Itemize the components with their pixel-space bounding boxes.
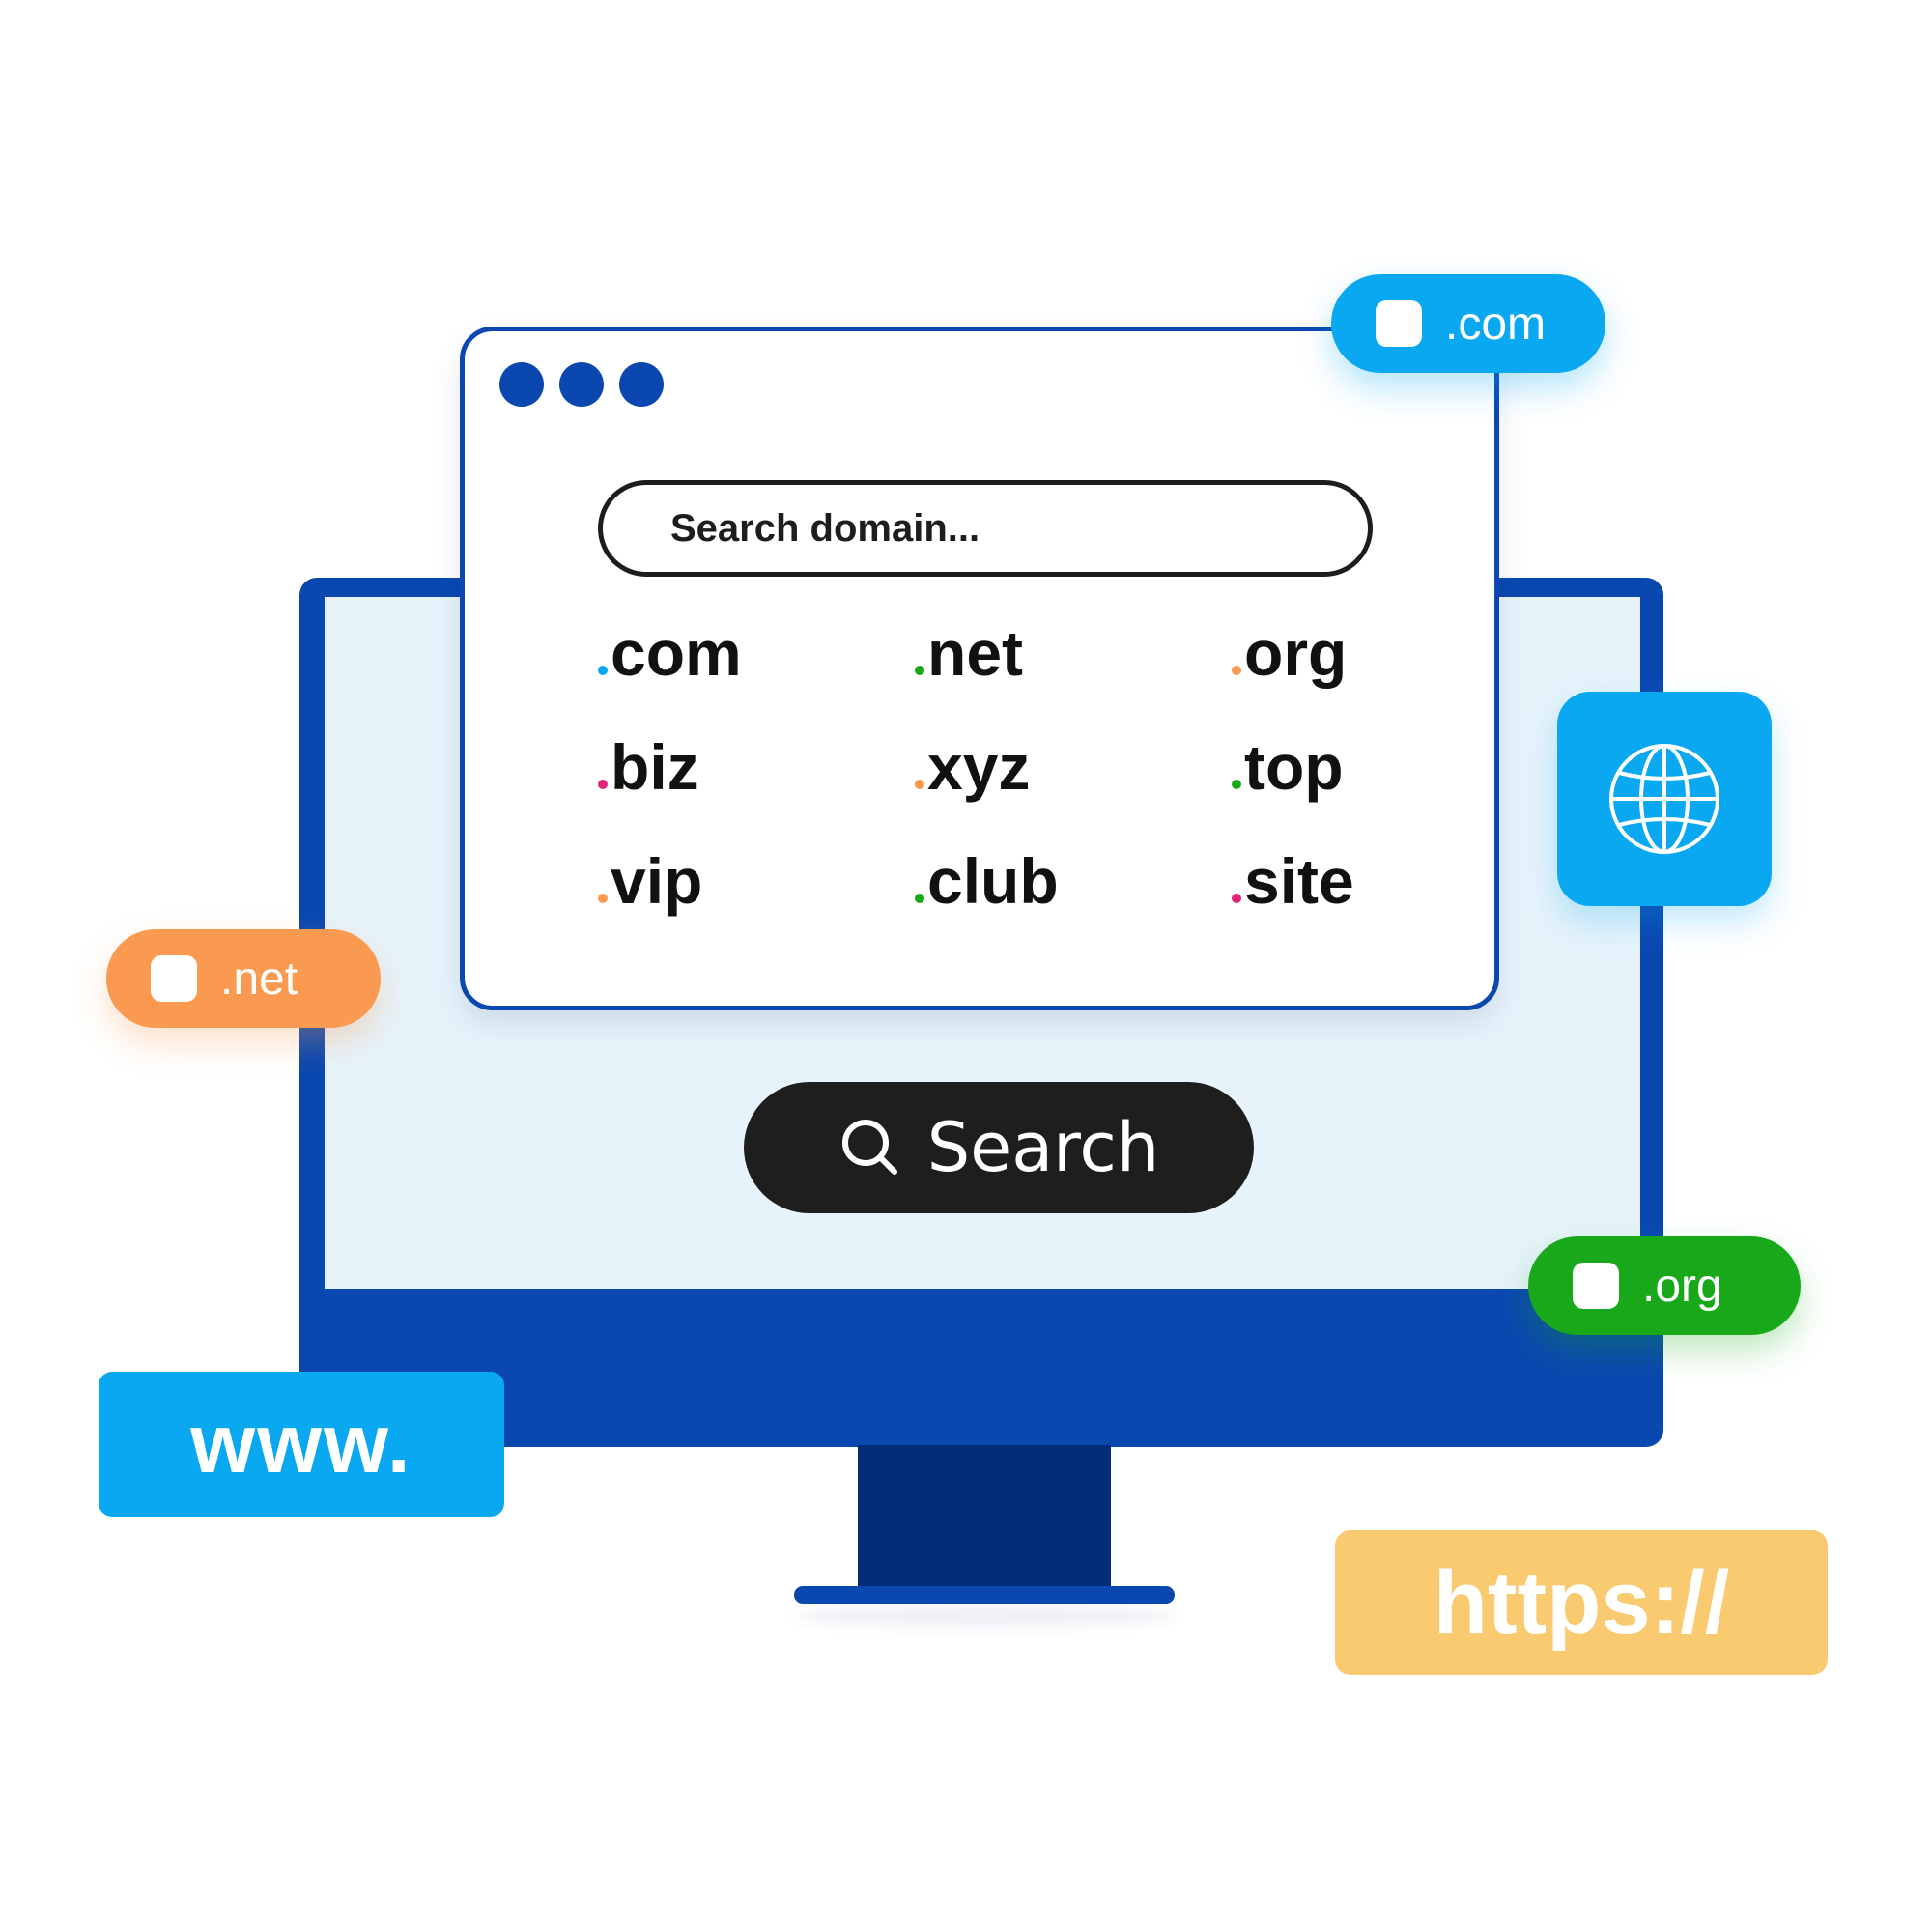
globe-tile: [1557, 692, 1772, 906]
net-pill: .net: [106, 929, 381, 1028]
tld-biz[interactable]: biz: [598, 735, 915, 799]
com-pill: .com: [1331, 274, 1605, 373]
search-button-label: Search: [926, 1108, 1160, 1187]
tld-list: com net org biz xyz top vip club site: [598, 621, 1390, 913]
https-text: https://: [1433, 1552, 1730, 1652]
net-pill-label: .net: [220, 952, 298, 1005]
tld-vip[interactable]: vip: [598, 849, 915, 913]
tld-label: org: [1244, 617, 1348, 689]
tld-club[interactable]: club: [915, 849, 1232, 913]
tld-label: top: [1244, 731, 1344, 803]
tld-dot: [915, 780, 924, 789]
checkbox-icon: [1573, 1263, 1619, 1309]
search-placeholder: Search domain...: [670, 506, 980, 550]
tld-label: com: [611, 617, 742, 689]
tld-com[interactable]: com: [598, 621, 915, 685]
tld-label: site: [1244, 845, 1354, 917]
tld-net[interactable]: net: [915, 621, 1232, 685]
browser-window: Search domain... com net org biz xyz top…: [460, 327, 1499, 1010]
tld-dot: [1232, 894, 1241, 903]
monitor-stand-base: [794, 1586, 1175, 1604]
tld-label: vip: [611, 845, 703, 917]
monitor-base-shadow: [794, 1605, 1175, 1627]
globe-icon: [1609, 744, 1719, 854]
tld-dot: [915, 666, 924, 675]
tld-dot: [1232, 780, 1241, 789]
tld-label: xyz: [927, 731, 1031, 803]
search-domain-input[interactable]: Search domain...: [598, 480, 1373, 577]
tld-label: club: [927, 845, 1059, 917]
tld-dot: [915, 894, 924, 903]
window-dot-1[interactable]: [499, 362, 544, 407]
org-pill: .org: [1528, 1236, 1801, 1335]
window-dot-3[interactable]: [619, 362, 664, 407]
checkbox-icon: [151, 955, 197, 1002]
tld-label: net: [927, 617, 1023, 689]
tld-dot: [598, 894, 608, 903]
search-button[interactable]: Search: [744, 1082, 1254, 1213]
tld-xyz[interactable]: xyz: [915, 735, 1232, 799]
com-pill-label: .com: [1445, 298, 1547, 350]
org-pill-label: .org: [1642, 1260, 1722, 1312]
tld-dot: [598, 666, 608, 675]
tld-site[interactable]: site: [1232, 849, 1390, 913]
tld-org[interactable]: org: [1232, 621, 1390, 685]
www-text: www.: [190, 1397, 412, 1491]
tld-top[interactable]: top: [1232, 735, 1390, 799]
tld-dot: [598, 780, 608, 789]
window-dot-2[interactable]: [559, 362, 604, 407]
www-label: www.: [99, 1372, 504, 1517]
tld-dot: [1232, 666, 1241, 675]
monitor-stand-neck: [858, 1445, 1111, 1590]
tld-label: biz: [611, 731, 699, 803]
search-icon: [841, 1120, 897, 1175]
https-label: https://: [1335, 1530, 1828, 1675]
checkbox-icon: [1376, 300, 1422, 347]
